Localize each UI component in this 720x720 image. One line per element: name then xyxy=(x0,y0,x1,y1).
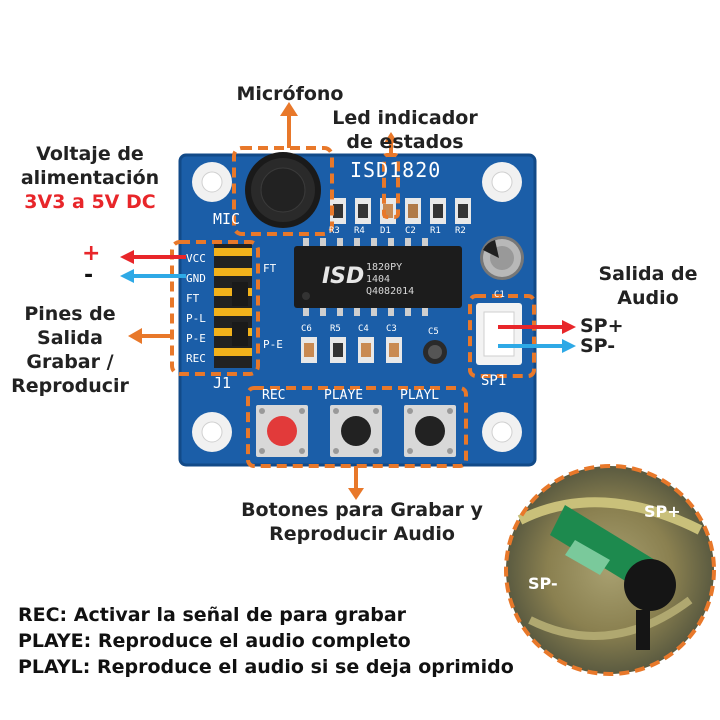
label-botones-line2: Reproducir Audio xyxy=(269,523,455,545)
component-label: C2 xyxy=(405,226,416,236)
c1-silk-label: C1 xyxy=(494,290,505,300)
component-label: R1 xyxy=(430,226,441,236)
component-label: R4 xyxy=(354,226,365,236)
component-label: C6 xyxy=(301,324,312,334)
pin-labels: VCC GND FT P-L P-E REC xyxy=(186,249,216,369)
chip-logo: ISD xyxy=(322,264,365,289)
label-voltaje-range: 3V3 a 5V DC xyxy=(24,191,156,213)
plus-sign: + xyxy=(82,241,101,266)
isd1820-chip xyxy=(294,238,462,316)
power-arrows xyxy=(120,250,186,283)
label-led-line1: Led indicador xyxy=(332,107,478,129)
legend-rec: REC: Activar la señal de para grabar xyxy=(18,604,407,626)
chip-marking: Q4082014 xyxy=(366,286,415,297)
label-pines-line4: Reproducir xyxy=(11,375,129,397)
sp1-silk-label: SP1 xyxy=(481,373,507,389)
label-pines-line1: Pines de xyxy=(24,303,116,325)
mic-silk-label: MIC xyxy=(213,210,241,228)
label-botones-line1: Botones para Grabar y xyxy=(241,499,483,521)
push-buttons xyxy=(256,405,456,457)
mounting-holes xyxy=(192,162,522,452)
speaker-arrows xyxy=(498,320,576,353)
pins-highlight xyxy=(170,240,260,376)
label-led-indicador: Led indicador de estados xyxy=(320,106,490,154)
pin-label: P-E xyxy=(186,332,206,345)
button-label-rec: REC xyxy=(262,388,286,403)
pe-silk-label: P-E xyxy=(263,338,283,351)
component-label: C4 xyxy=(358,324,369,334)
ft-silk-label: FT xyxy=(263,262,277,275)
label-voltaje-line2: alimentación xyxy=(20,167,160,189)
label-voltaje: Voltaje de alimentación 3V3 a 5V DC xyxy=(4,142,176,214)
pin-label: FT xyxy=(186,292,200,305)
photo-label-sp-plus: SP+ xyxy=(644,502,681,521)
label-microfono: Micrófono xyxy=(236,83,344,105)
button-label-playe: PLAYE xyxy=(324,388,364,403)
pin-label: P-L xyxy=(186,312,206,325)
photo-label-sp-minus: SP- xyxy=(528,574,558,593)
capacitor-c1 xyxy=(480,236,524,280)
board-title: ISD1820 xyxy=(350,158,442,182)
legend-playl: PLAYL: Reproduce el audio si se deja opr… xyxy=(18,656,514,678)
label-salida-audio: Salida de Audio xyxy=(580,262,716,310)
pin-label: REC xyxy=(186,352,206,365)
mic-highlight xyxy=(232,146,334,236)
component-label: R3 xyxy=(329,226,340,236)
bottom-smd-row xyxy=(301,337,447,364)
pin-label: VCC xyxy=(186,252,206,265)
label-sp-plus: SP+ xyxy=(580,315,624,337)
j1-silk-label: J1 xyxy=(213,374,232,392)
minus-sign: - xyxy=(84,263,94,288)
pin-label: GND xyxy=(186,272,206,285)
orange-arrows xyxy=(128,102,398,500)
top-smd-row xyxy=(330,198,471,224)
label-pines-line3: Grabar / xyxy=(26,351,114,373)
pin-header-j1 xyxy=(184,244,252,368)
chip-marking: 1820PY xyxy=(366,262,403,273)
speaker-photo xyxy=(504,464,716,676)
microphone-icon xyxy=(245,152,321,228)
component-label: C5 xyxy=(428,327,439,337)
label-sp-minus: SP- xyxy=(580,335,616,357)
component-label: D1 xyxy=(380,226,391,236)
speaker-connector-sp1 xyxy=(476,303,522,365)
label-pines: Pines de Salida Grabar / Reproducir xyxy=(4,302,136,398)
label-botones: Botones para Grabar y Reproducir Audio xyxy=(222,498,502,546)
chip-marking: 1404 xyxy=(366,274,391,285)
label-led-line2: de estados xyxy=(346,131,464,153)
component-label: C3 xyxy=(386,324,397,334)
chip-markings: 1820PY 1404 Q4082014 xyxy=(366,262,414,298)
label-pines-line2: Salida xyxy=(37,327,103,349)
component-label: R2 xyxy=(455,226,466,236)
label-salida-line1: Salida de xyxy=(598,263,698,285)
speaker-highlight xyxy=(468,294,536,378)
label-voltaje-line1: Voltaje de xyxy=(36,143,144,165)
label-salida-line2: Audio xyxy=(617,287,679,309)
button-label-playl: PLAYL xyxy=(400,388,440,403)
component-label: R5 xyxy=(330,324,341,334)
legend-playe: PLAYE: Reproduce el audio completo xyxy=(18,630,411,652)
